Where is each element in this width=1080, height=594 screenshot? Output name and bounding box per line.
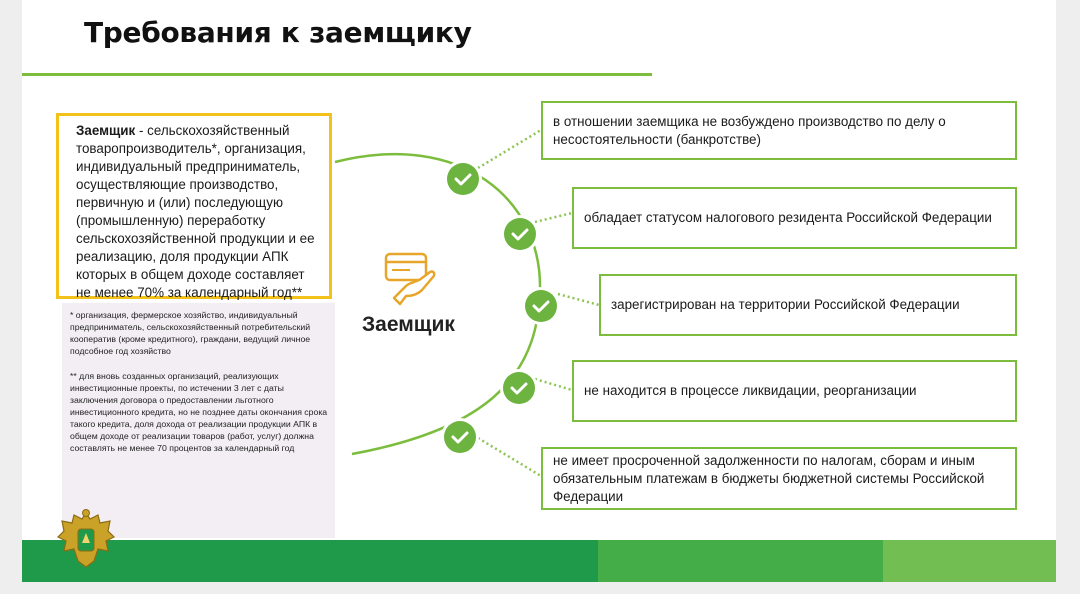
- requirement-4: не находится в процессе ликвидации, реор…: [572, 360, 1017, 422]
- footer-band-light: [883, 540, 1056, 582]
- requirement-4-text: не находится в процессе ликвидации, реор…: [584, 383, 917, 398]
- check-icon: [444, 421, 476, 453]
- requirement-1-text: в отношении заемщика не возбуждено произ…: [553, 113, 946, 147]
- page-title: Требования к заемщику: [84, 16, 472, 49]
- definition-term: Заемщик: [76, 123, 136, 138]
- requirement-3-text: зарегистрирован на территории Российской…: [611, 297, 960, 312]
- center-label: Заемщик: [362, 313, 455, 336]
- check-icon: [503, 372, 535, 404]
- footer-band-dark: [22, 540, 598, 582]
- requirement-5-text: не имеет просроченной задолженности по н…: [553, 452, 985, 504]
- requirement-5: не имеет просроченной задолженности по н…: [541, 447, 1017, 510]
- footer-band-mid: [598, 540, 883, 582]
- check-icon: [525, 290, 557, 322]
- check-icon: [447, 163, 479, 195]
- definition-text: - сельскохозяйственный товаропроизводите…: [76, 123, 315, 300]
- footnote-1: * организация, фермерское хозяйство, инд…: [70, 310, 311, 356]
- title-underline: [22, 73, 652, 76]
- footnote-2: ** для вновь созданных организаций, реал…: [70, 371, 328, 453]
- footnotes-box: * организация, фермерское хозяйство, инд…: [62, 303, 335, 538]
- coat-of-arms-icon: [54, 507, 118, 578]
- requirement-1: в отношении заемщика не возбуждено произ…: [541, 101, 1017, 160]
- check-icon: [504, 218, 536, 250]
- slide: Требования к заемщику Заемщик - сельскох…: [22, 0, 1056, 582]
- requirement-2-text: обладает статусом налогового резидента Р…: [584, 210, 992, 225]
- requirement-3: зарегистрирован на территории Российской…: [599, 274, 1017, 336]
- requirement-2: обладает статусом налогового резидента Р…: [572, 187, 1017, 249]
- hand-card-icon: [380, 248, 440, 313]
- definition-box: Заемщик - сельскохозяйственный товаропро…: [56, 113, 332, 300]
